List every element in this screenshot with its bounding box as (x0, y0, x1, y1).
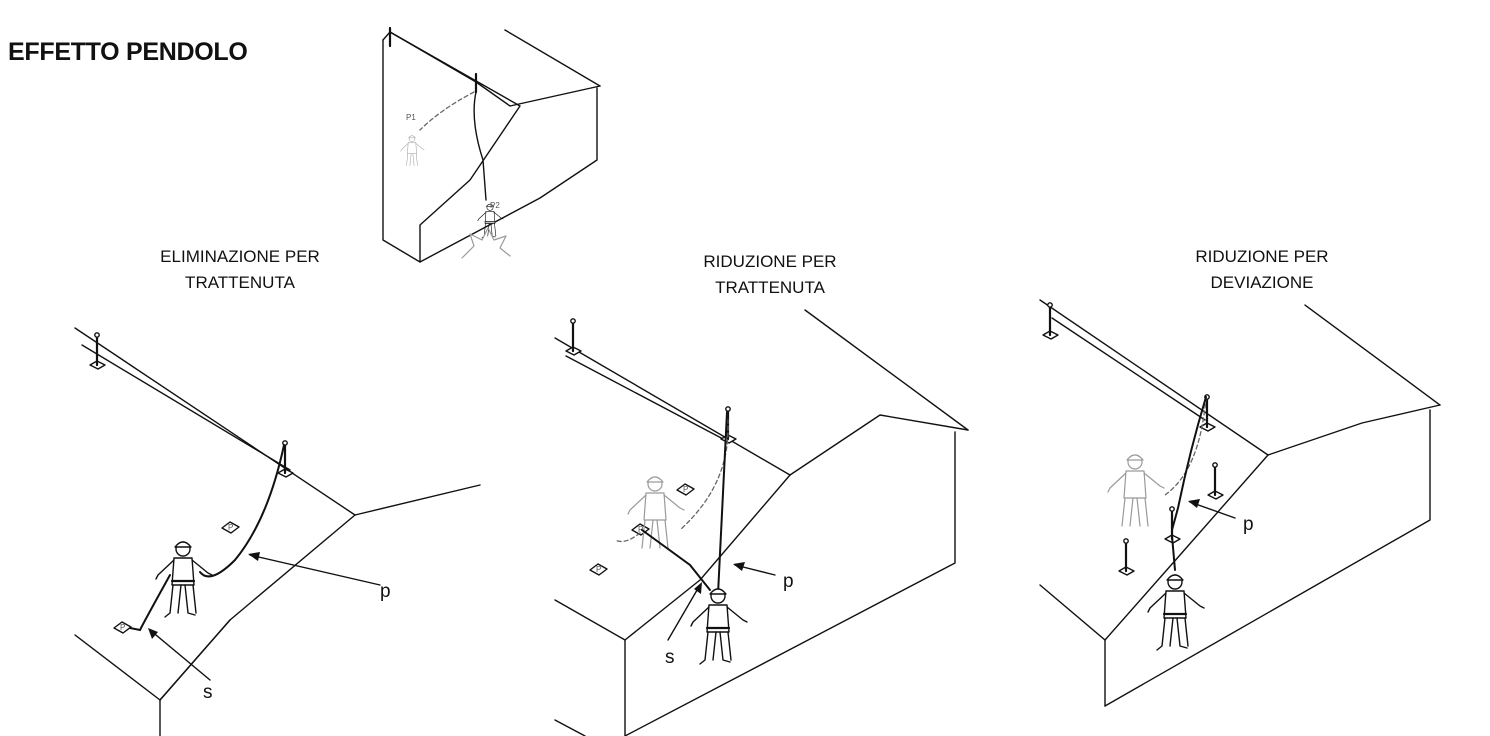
label-p: p (380, 581, 391, 602)
position-1-label: P1 (406, 113, 416, 122)
deviation-anchor (1206, 461, 1225, 501)
caption-elimination: ELIMINAZIONE PER TRATTENUTA (160, 244, 320, 296)
caption-line: TRATTENUTA (185, 273, 295, 292)
caption-line: DEVIAZIONE (1210, 273, 1314, 292)
panel-reduction-restraint: p s (554, 309, 969, 736)
page-title: EFFETTO PENDOLO (8, 38, 248, 66)
caption-reduction-deviation: RIDUZIONE PER DEVIAZIONE (1195, 244, 1328, 296)
worker-ghost-figure (1107, 454, 1165, 527)
label-p: p (783, 571, 794, 592)
panel-reduction-deviation: p (1039, 299, 1441, 707)
caption-line: RIDUZIONE PER (703, 252, 837, 271)
label-s: s (203, 682, 213, 703)
worker-figure (1146, 573, 1206, 652)
caption-line: RIDUZIONE PER (1195, 247, 1329, 266)
worker-figure (154, 540, 214, 619)
panel-elimination: p s (74, 327, 481, 736)
worker-ghost-figure (627, 476, 685, 549)
caption-line: TRATTENUTA (715, 278, 825, 297)
caption-line: ELIMINAZIONE PER (160, 247, 320, 266)
position-2-label: P2 (490, 201, 500, 210)
worker-figure (689, 587, 749, 666)
label-p: p (1243, 514, 1254, 535)
caption-reduction-restraint: RIDUZIONE PER TRATTENUTA (703, 249, 836, 301)
anchor-point (719, 405, 738, 445)
top-illustration: P1 P2 (382, 26, 601, 263)
label-s: s (665, 647, 675, 668)
anchor-point (564, 317, 583, 357)
deviation-anchor (1117, 537, 1136, 577)
